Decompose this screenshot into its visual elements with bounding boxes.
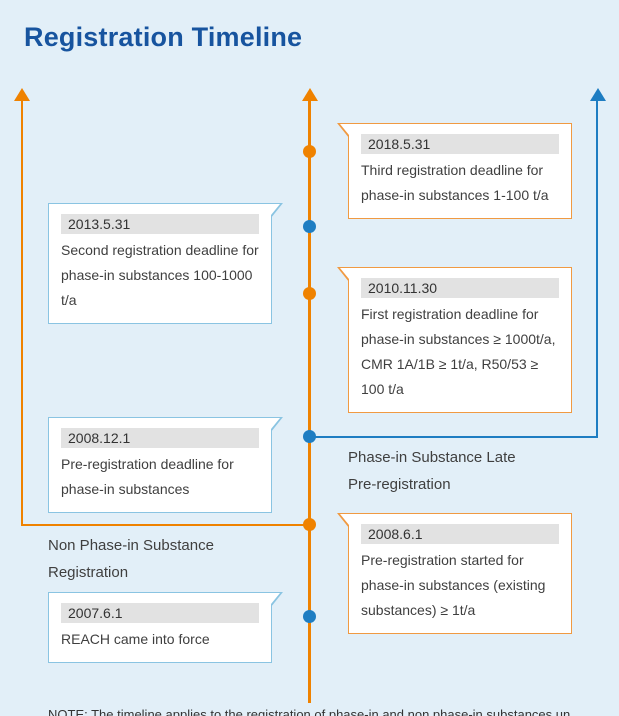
event-callout-2013: 2013.5.31 Second registration deadline f…: [48, 203, 283, 324]
event-callout-2007: 2007.6.1 REACH came into force: [48, 592, 283, 663]
branch-label-late-preregistration: Phase-in Substance Late Pre-registration: [348, 449, 516, 493]
arrow-up-icon-left: [14, 88, 30, 101]
late-preregistration-branch-line-horizontal: [310, 436, 598, 438]
event-description: REACH came into force: [61, 631, 210, 647]
event-date: 2018.5.31: [361, 134, 559, 154]
event-description: Second registration deadline for phase-i…: [61, 242, 259, 308]
event-marker-2008-6: [303, 518, 316, 531]
timeline-axis: [308, 98, 311, 703]
branch-label-non-phase-in: Non Phase-in Substance Registration: [48, 537, 214, 581]
event-marker-2007: [303, 610, 316, 623]
event-marker-2013: [303, 220, 316, 233]
arrow-up-icon-right: [590, 88, 606, 101]
late-preregistration-branch-line-vertical: [596, 98, 598, 437]
event-description: Third registration deadline for phase-in…: [361, 162, 549, 203]
event-date: 2007.6.1: [61, 603, 259, 623]
event-marker-2018: [303, 145, 316, 158]
footer-note-clipped: NOTE: The timeline applies to the regist…: [48, 707, 570, 716]
event-callout-2018: 2018.5.31 Third registration deadline fo…: [337, 123, 572, 219]
non-phase-in-branch-line-horizontal: [21, 524, 310, 526]
event-date: 2013.5.31: [61, 214, 259, 234]
event-description: Pre-registration deadline for phase-in s…: [61, 456, 234, 497]
event-date: 2008.6.1: [361, 524, 559, 544]
event-callout-2008-12: 2008.12.1 Pre-registration deadline for …: [48, 417, 283, 513]
event-description: Pre-registration started for phase-in su…: [361, 552, 546, 618]
event-date: 2008.12.1: [61, 428, 259, 448]
non-phase-in-branch-line-vertical: [21, 98, 23, 525]
page-title: Registration Timeline: [24, 22, 303, 52]
event-callout-2008-6: 2008.6.1 Pre-registration started for ph…: [337, 513, 572, 634]
event-date: 2010.11.30: [361, 278, 559, 298]
event-marker-2008-12: [303, 430, 316, 443]
event-callout-2010: 2010.11.30 First registration deadline f…: [337, 267, 572, 413]
event-marker-2010: [303, 287, 316, 300]
arrow-up-icon-center: [302, 88, 318, 101]
event-description: First registration deadline for phase-in…: [361, 306, 556, 397]
